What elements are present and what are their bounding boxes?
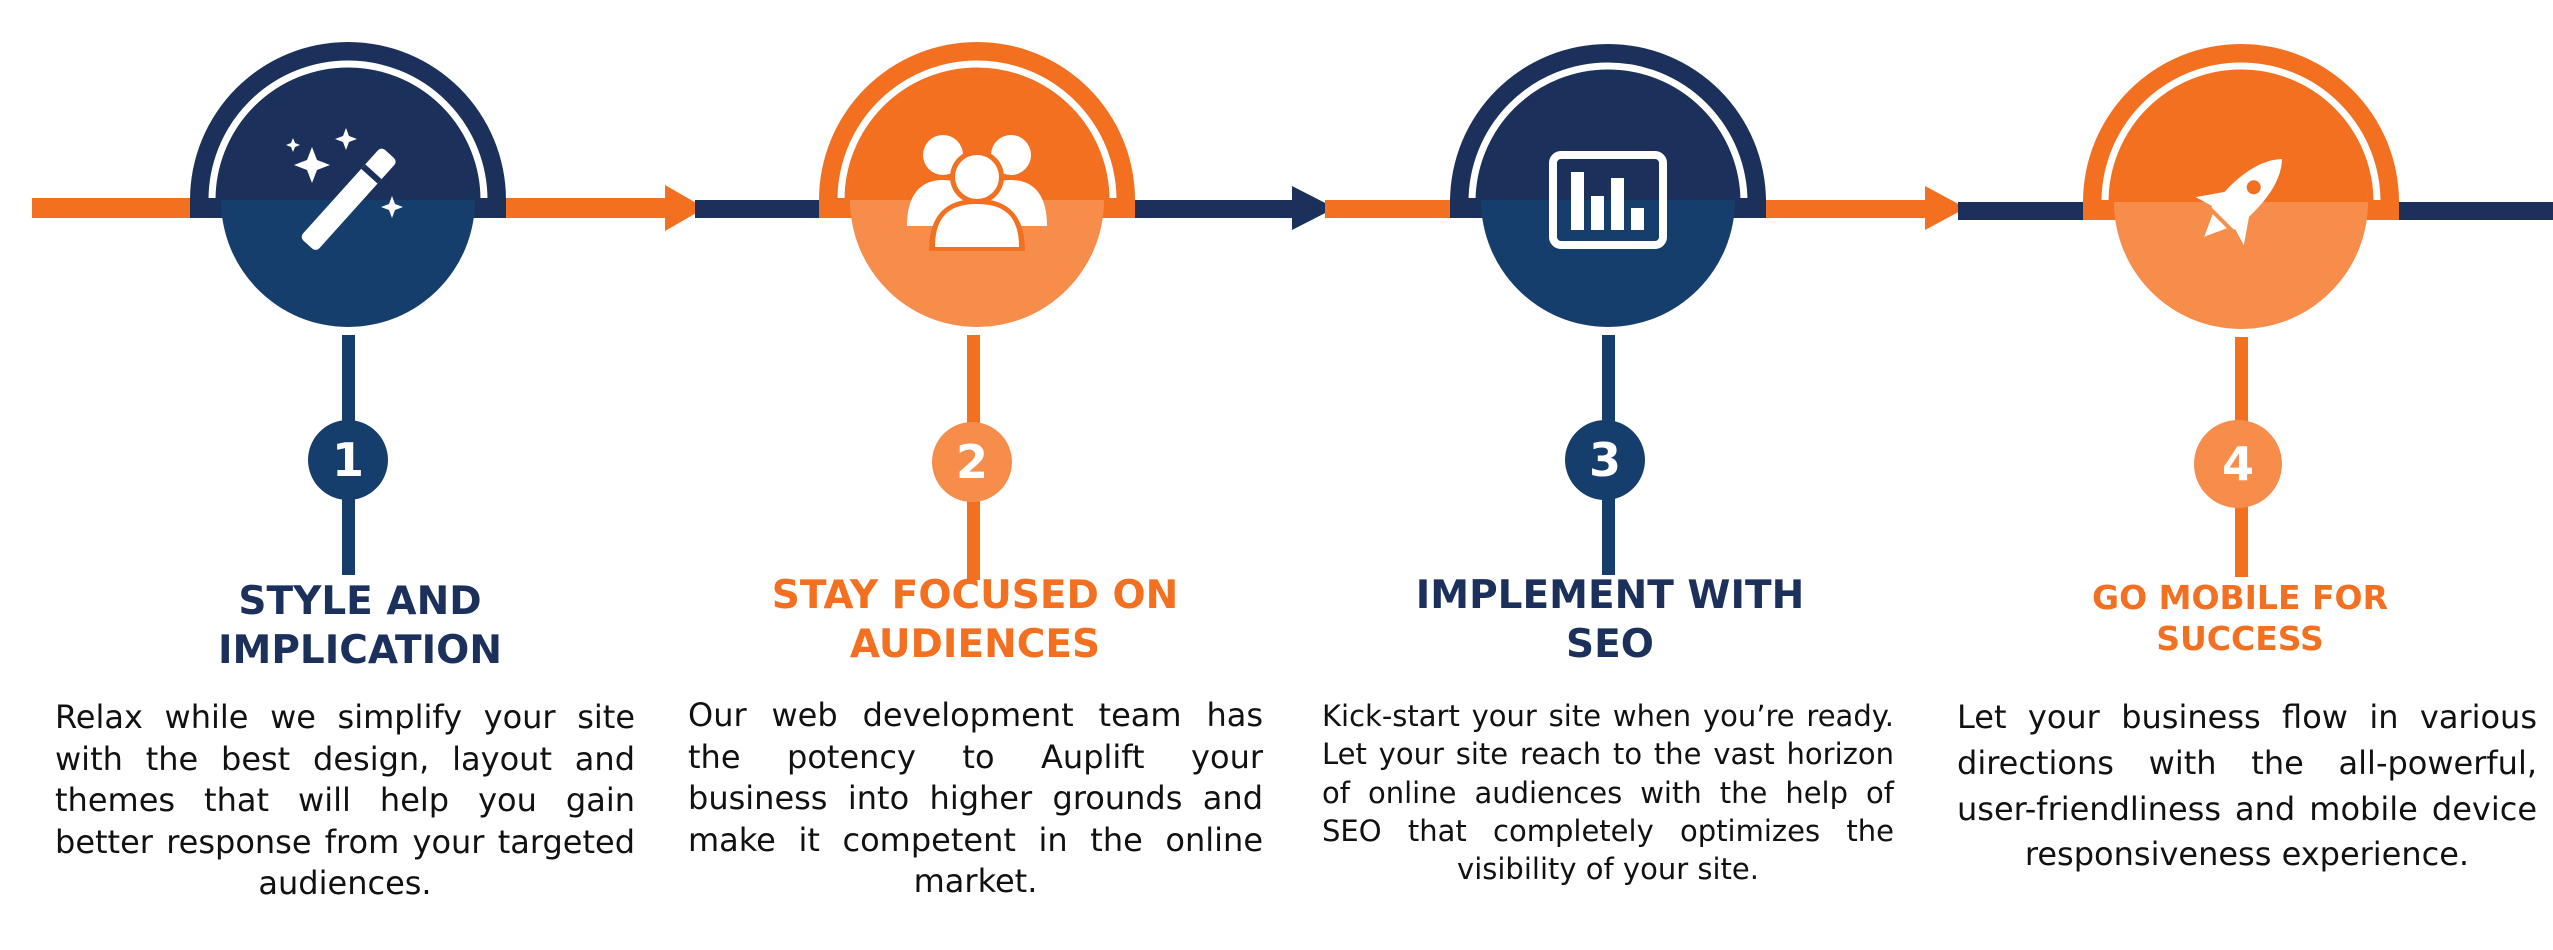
step-2-node: 2 bbox=[819, 42, 1135, 580]
step-4-title: GO MOBILE FOR SUCCESS bbox=[2091, 578, 2389, 659]
step-4-description: Let your business flow in various direct… bbox=[1957, 698, 2537, 874]
step-1-arc-ring bbox=[208, 60, 488, 201]
step-1-node: 1 bbox=[190, 42, 506, 575]
rocket-icon bbox=[2195, 158, 2283, 246]
people-group-icon bbox=[907, 135, 1047, 251]
step-4-circle-top bbox=[2114, 75, 2368, 202]
step-2-circle-top bbox=[850, 73, 1104, 200]
step-2-number-circle bbox=[932, 422, 1012, 502]
step-4-number-circle bbox=[2194, 420, 2282, 508]
step-4-number: 4 bbox=[2222, 437, 2254, 491]
timeline-arrow-2 bbox=[1292, 186, 1335, 230]
step-3-description: Kick-start your site when you’re ready. … bbox=[1322, 699, 1894, 887]
step-3-circle-top bbox=[1481, 73, 1735, 200]
step-3-arc-ring bbox=[1468, 62, 1748, 203]
timeline-arrow-1 bbox=[665, 185, 705, 231]
step-2-title: STAY FOCUSED ON AUDIENCES bbox=[771, 573, 1179, 667]
step-1-description: Relax while we simplify your site with t… bbox=[55, 698, 635, 903]
step-1-number-circle bbox=[308, 420, 388, 500]
step-3-node: 3 bbox=[1450, 44, 1766, 575]
step-2-number: 2 bbox=[956, 435, 988, 489]
step-3-number: 3 bbox=[1589, 433, 1621, 487]
step-1-number: 1 bbox=[332, 433, 364, 487]
bar-chart-icon bbox=[1549, 151, 1667, 249]
timeline-arrow-3 bbox=[1925, 186, 1966, 230]
step-1-title: STYLE AND IMPLICATION bbox=[218, 579, 502, 673]
step-3-number-circle bbox=[1565, 420, 1645, 500]
step-4-arc-ring bbox=[2101, 62, 2381, 203]
step-2-arc-ring bbox=[837, 60, 1117, 201]
step-3-title: IMPLEMENT WITH SEO bbox=[1415, 573, 1805, 667]
step-4-node: 4 bbox=[2083, 44, 2399, 577]
step-2-description: Our web development team has the potency… bbox=[688, 696, 1263, 901]
magic-wand-icon bbox=[286, 128, 403, 250]
